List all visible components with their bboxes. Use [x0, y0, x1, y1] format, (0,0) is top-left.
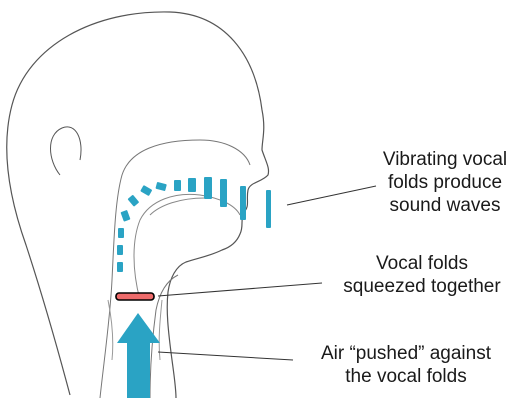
wave-dash — [117, 262, 123, 272]
wave-dash — [140, 185, 152, 196]
air-arrow — [117, 313, 160, 398]
air-label: Air “pushed” against the vocal folds — [298, 342, 514, 388]
wave-dash — [120, 210, 130, 222]
ear-outline — [51, 127, 82, 175]
wave-dash — [220, 179, 227, 207]
wave-dash — [204, 177, 212, 199]
wave-dash — [240, 186, 246, 220]
sound-waves-label-line: sound waves — [370, 194, 520, 217]
vocal-folds-leader-line — [158, 283, 322, 296]
wave-dash — [155, 182, 166, 191]
wave-dash — [266, 190, 271, 228]
sound-waves-label: Vibrating vocal folds produce sound wave… — [370, 148, 520, 217]
tongue-outline — [134, 194, 240, 300]
wave-dash — [127, 195, 139, 207]
wave-dash — [174, 180, 181, 191]
wave-dash — [118, 228, 124, 238]
vocal-folds-label: Vocal folds squeezed together — [322, 252, 522, 298]
sound-waves-label-line: Vibrating vocal — [370, 148, 520, 171]
vocal-folds-marker — [116, 293, 154, 300]
air-label-line: Air “pushed” against — [298, 342, 514, 365]
wave-dash — [117, 245, 123, 255]
sound-waves-label-line: folds produce — [370, 171, 520, 194]
sound-waves-leader-line — [287, 186, 376, 205]
air-label-line: the vocal folds — [298, 365, 514, 388]
air-leader-line — [158, 352, 293, 360]
wave-dash — [188, 178, 196, 192]
palate-outline — [150, 198, 205, 215]
vocal-folds-label-line: squeezed together — [322, 275, 522, 298]
vocal-folds-label-line: Vocal folds — [322, 252, 522, 275]
